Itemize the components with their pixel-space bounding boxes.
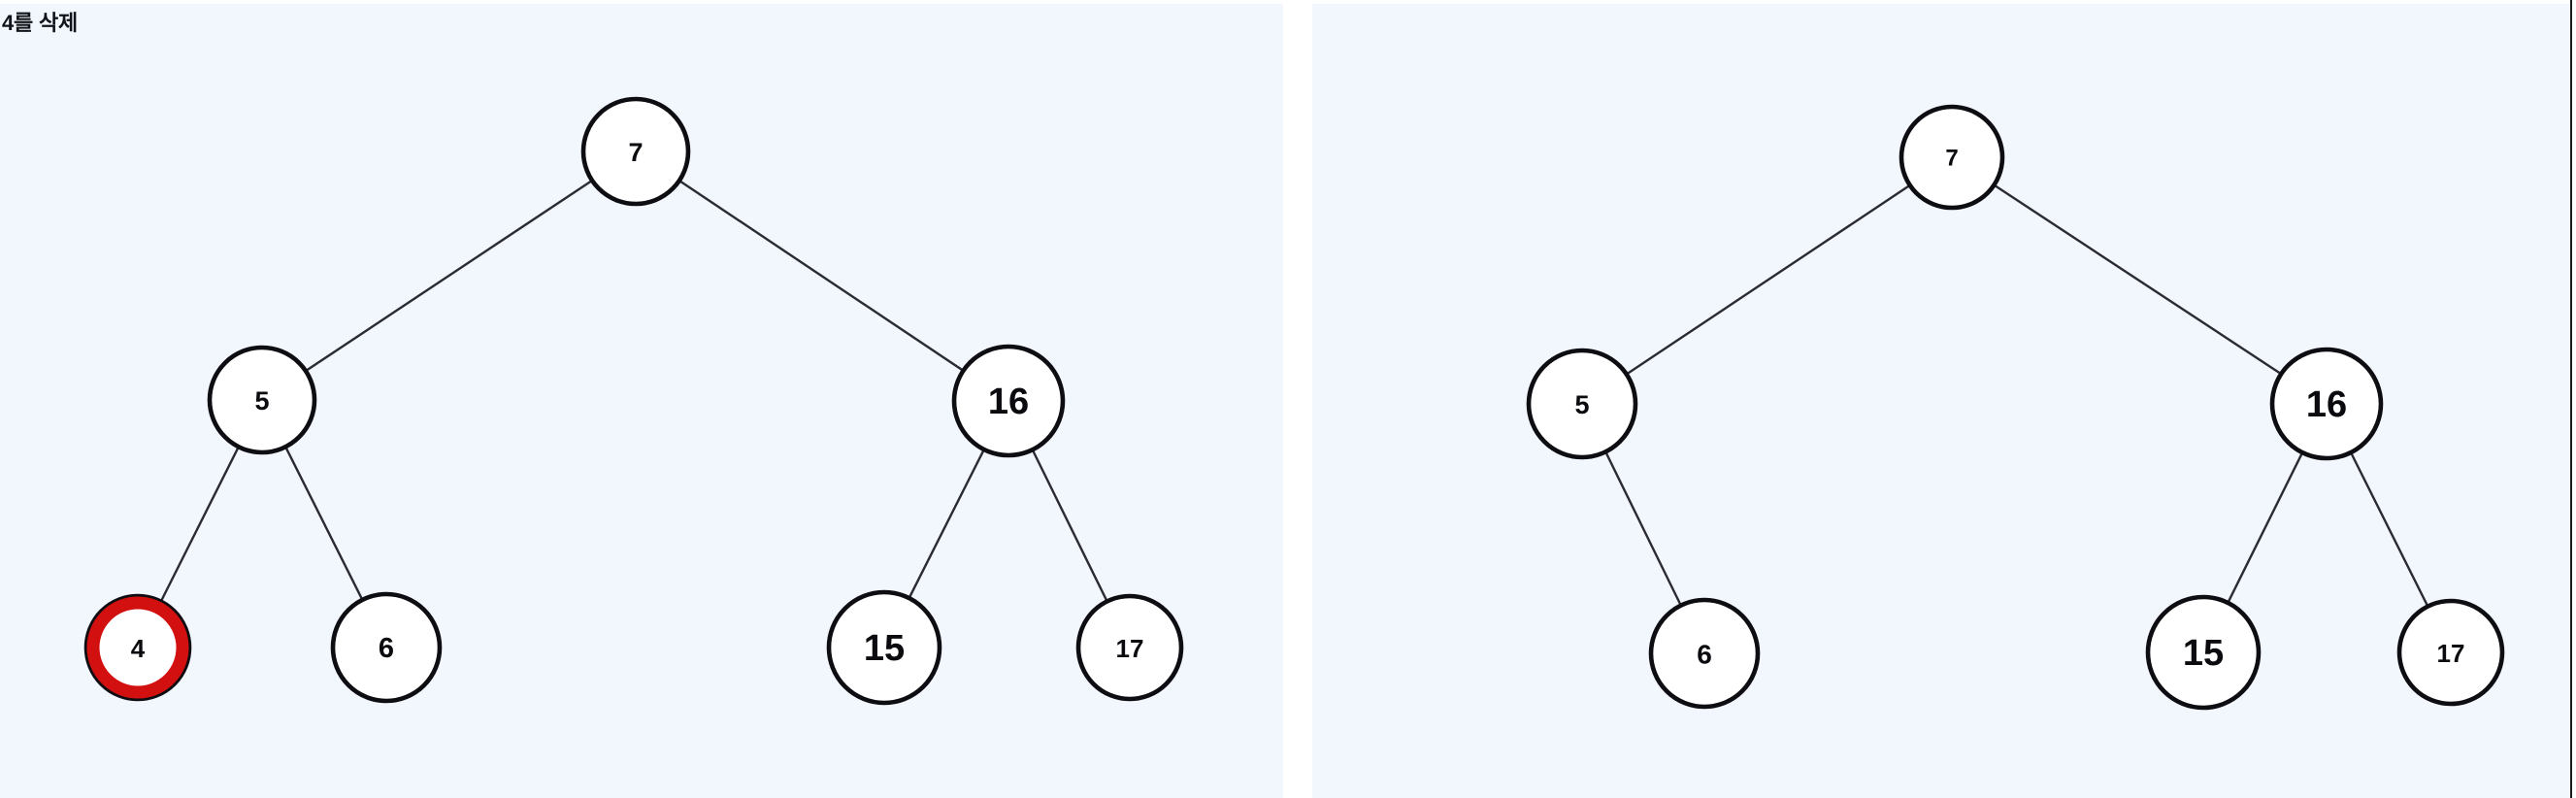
node-label: 4	[131, 634, 146, 663]
node-label: 7	[1945, 146, 1958, 172]
tree-node-6[interactable]: 6	[1648, 597, 1761, 710]
tree-node-15[interactable]: 15	[826, 589, 942, 706]
tree-node-16[interactable]: 16	[951, 344, 1066, 458]
tree-edge	[1604, 451, 1682, 606]
node-circle	[2396, 598, 2505, 707]
node-label: 15	[2183, 633, 2224, 674]
node-circle	[2269, 347, 2384, 461]
binary-tree-after: 7 5 16 6 15 17	[1526, 104, 2505, 711]
node-circle	[83, 593, 192, 702]
node-label: 5	[1574, 390, 1589, 419]
node-highlight-ring	[86, 596, 189, 699]
tree-panel-before: 4를 삭제 7 5 16 4 6 15 17	[0, 4, 1283, 798]
tree-node-15[interactable]: 15	[2145, 594, 2262, 711]
node-label: 6	[379, 633, 394, 664]
page-title: 4를 삭제	[2, 11, 79, 35]
node-label: 15	[864, 628, 905, 669]
tree-edge	[1032, 449, 1108, 602]
tree-node-4[interactable]: 4	[83, 593, 192, 702]
binary-tree-before: 7 5 16 4 6 15 17	[83, 96, 1184, 706]
node-label: 17	[2437, 639, 2465, 668]
tree-panel-after: 7 5 16 6 15 17	[1312, 4, 2570, 798]
node-label: 16	[988, 382, 1029, 422]
tree-edge	[2350, 452, 2428, 607]
right-edge-rule	[2570, 0, 2572, 798]
node-label: 7	[628, 138, 643, 167]
tree-node-5[interactable]: 5	[1526, 348, 1638, 460]
tree-node-6[interactable]: 6	[330, 591, 443, 704]
node-circle	[951, 344, 1066, 458]
tree-node-17[interactable]: 17	[2396, 598, 2505, 707]
node-circle	[580, 96, 691, 207]
node-circle	[330, 591, 443, 704]
tree-node-16[interactable]: 16	[2269, 347, 2384, 461]
tree-edge	[679, 180, 964, 372]
tree-edge	[160, 447, 240, 602]
node-circle	[207, 345, 317, 455]
node-circle	[1526, 348, 1638, 460]
node-label: 17	[1116, 634, 1144, 663]
tree-edge	[1994, 184, 2282, 375]
node-circle	[1648, 597, 1761, 710]
tree-node-7[interactable]: 7	[580, 96, 691, 207]
tree-edge	[284, 447, 363, 600]
node-circle	[1075, 593, 1184, 702]
tree-edge	[306, 180, 592, 372]
tree-edge	[2227, 452, 2303, 603]
node-label: 5	[254, 386, 269, 416]
tree-node-7[interactable]: 7	[1899, 104, 2005, 211]
tree-node-17[interactable]: 17	[1075, 593, 1184, 702]
tree-edge	[1626, 184, 1910, 375]
node-circle	[1899, 104, 2005, 211]
tree-edge	[908, 449, 985, 598]
node-label: 6	[1697, 640, 1712, 670]
node-circle	[2145, 594, 2262, 711]
node-circle	[826, 589, 942, 706]
node-label: 16	[2306, 384, 2347, 425]
tree-node-5[interactable]: 5	[207, 345, 317, 455]
